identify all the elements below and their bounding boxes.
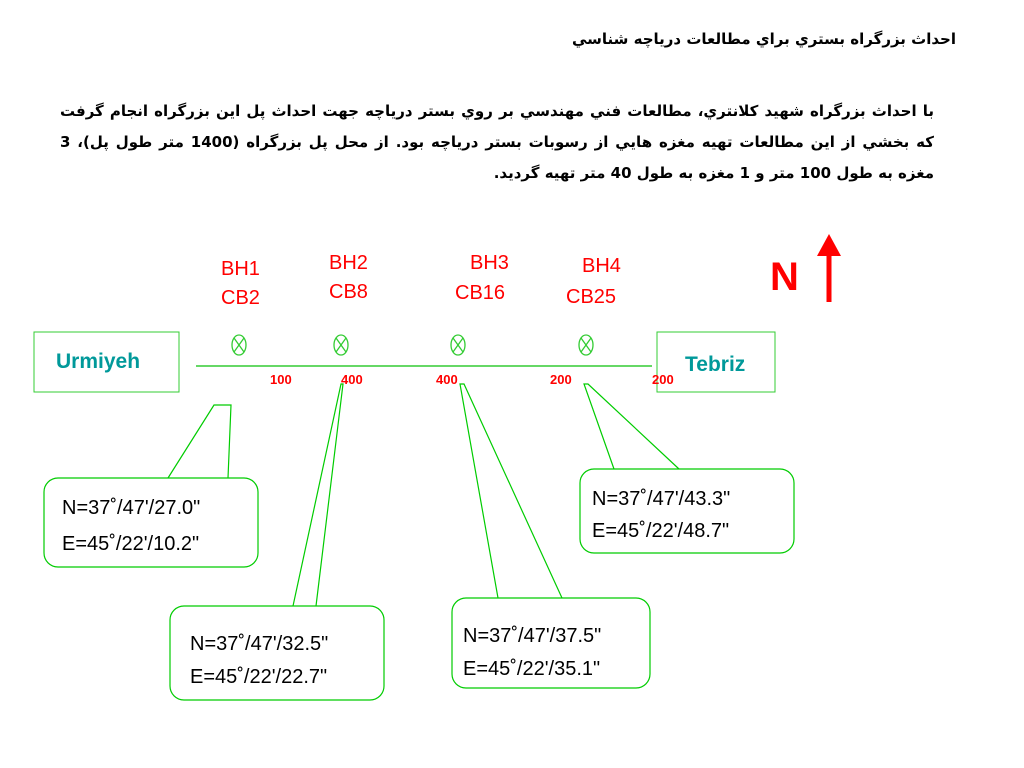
distance-label: 100	[270, 372, 292, 387]
borehole-label-bh1: BH1	[221, 258, 260, 280]
north-label: N	[770, 255, 799, 299]
coordinate-east: E=45˚/22'/48.7"	[592, 520, 729, 542]
distance-label: 400	[436, 372, 458, 387]
coordinate-north: N=37˚/47'/43.3"	[592, 488, 730, 510]
borehole-label-bh2: BH2	[329, 252, 368, 274]
core-label-cb8: CB8	[329, 281, 368, 303]
city-box-tebriz: Tebriz	[656, 331, 776, 393]
coordinate-north: N=37˚/47'/32.5"	[190, 633, 328, 655]
description-paragraph: با احداث بزرگراه شهيد كلانتري، مطالعات ف…	[60, 102, 934, 182]
borehole-label-bh4: BH4	[582, 255, 621, 277]
city-label-urmiyeh: Urmiyeh	[56, 350, 140, 373]
coordinate-north: N=37˚/47'/27.0"	[62, 497, 200, 519]
borehole-marker-icon	[333, 334, 349, 356]
borehole-marker-icon	[450, 334, 466, 356]
coordinate-callout-bh1: N=37˚/47'/27.0" E=45˚/22'/10.2"	[43, 404, 259, 568]
city-box-urmiyeh: Urmiyeh	[33, 331, 180, 393]
distance-label: 200	[550, 372, 572, 387]
borehole-label-bh3: BH3	[470, 252, 509, 274]
coordinate-east: E=45˚/22'/35.1"	[463, 658, 600, 680]
city-label-tebriz: Tebriz	[685, 353, 745, 376]
page-title: احداث بزرگراه بستري براي مطالعات درياچه …	[571, 30, 956, 48]
distance-label: 400	[341, 372, 363, 387]
core-label-cb2: CB2	[221, 287, 260, 309]
coordinate-callout-bh4: N=37˚/47'/43.3" E=45˚/22'/48.7"	[579, 383, 795, 554]
borehole-marker-icon	[578, 334, 594, 356]
core-label-cb16: CB16	[455, 282, 505, 304]
coordinate-east: E=45˚/22'/22.7"	[190, 666, 327, 688]
coordinate-east: E=45˚/22'/10.2"	[62, 533, 199, 555]
core-label-cb25: CB25	[566, 286, 616, 308]
coordinate-callout-bh2: N=37˚/47'/32.5" E=45˚/22'/22.7"	[169, 383, 385, 701]
distance-label: 200	[652, 372, 674, 387]
borehole-marker-icon	[231, 334, 247, 356]
coordinate-callout-bh3: N=37˚/47'/37.5" E=45˚/22'/35.1"	[451, 383, 651, 689]
coordinate-north: N=37˚/47'/37.5"	[463, 625, 601, 647]
north-arrow-icon	[817, 234, 841, 302]
